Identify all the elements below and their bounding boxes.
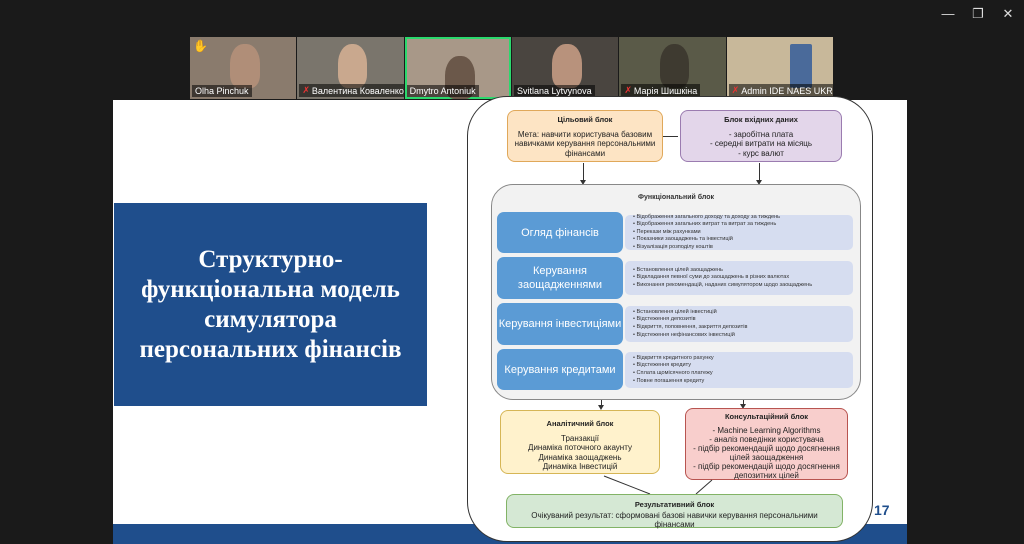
functional-block-title: Функціональний блок xyxy=(637,194,715,201)
block-line: - курс валют xyxy=(738,148,784,158)
close-button[interactable]: ✕ xyxy=(1002,6,1014,21)
raised-hand-icon: ✋ xyxy=(193,39,208,53)
minimize-button[interactable]: — xyxy=(941,6,955,21)
bullet: Повне погашення кредиту xyxy=(633,378,845,386)
function-label: Керування інвестиціями xyxy=(497,303,623,345)
mic-muted-icon: ✗ xyxy=(302,85,310,95)
participant-name: Валентина Коваленко xyxy=(311,85,404,96)
block-text: Мета: навчити користувача базовим навичк… xyxy=(514,129,656,158)
function-label: Огляд фінансів xyxy=(497,212,623,253)
slide-title: Структурно-функціональна модель симулято… xyxy=(114,203,427,406)
bullet: Візуалізація розподілу коштів xyxy=(633,244,845,252)
bullet: Відображення загальних витрат та витрат … xyxy=(633,221,845,229)
bullet: Відстеження нефінансових інвестицій xyxy=(633,332,845,340)
video-tile[interactable]: ✗Марія Шишкіна xyxy=(619,37,726,99)
block-title: Блок вхідних даних xyxy=(724,115,798,124)
input-block: Блок вхідних даних - заробітна плата- сер… xyxy=(680,110,842,162)
mic-muted-icon: ✗ xyxy=(624,85,632,95)
bullet: Відкриття, поповнення, закриття депозиті… xyxy=(633,324,845,332)
block-text: Очікуваний результат: сформовані базові … xyxy=(531,510,818,530)
bullet: Перекази між рахунками xyxy=(633,229,845,237)
block-line: Транзакції xyxy=(561,433,599,443)
connector-arrow xyxy=(740,400,746,409)
block-title: Аналітичний блок xyxy=(546,419,614,428)
block-line: - підбір рекомендацій щодо досягнення де… xyxy=(693,462,840,480)
bullet: Відстеження депозитів xyxy=(633,316,845,324)
connector-arrow xyxy=(598,400,604,410)
participant-name: Olha Pinchuk xyxy=(195,86,249,96)
block-line: - підбір рекомендацій щодо досягнення ці… xyxy=(693,444,840,462)
block-title: Консультаційний блок xyxy=(724,412,809,421)
block-line: - середні витрати на місяць xyxy=(709,139,813,148)
function-bullets: Встановлення цілей інвестиційВідстеження… xyxy=(625,306,853,342)
bullet: Сплата щомісячного платежу xyxy=(633,370,845,378)
function-label: Керування кредитами xyxy=(497,349,623,390)
participant-video xyxy=(659,44,690,88)
participant-video xyxy=(790,44,812,88)
bullet: Відкладання певної суми до заощаджень в … xyxy=(633,274,845,282)
participant-name: Svitlana Lytvynova xyxy=(516,86,592,96)
video-tile[interactable]: ✗Валентина Коваленко xyxy=(297,37,404,99)
block-title: Цільовий блок xyxy=(557,115,613,124)
bullet: Відкриття кредитного рахунку xyxy=(633,355,845,363)
participant-name: Admin IDE NAES UKR... xyxy=(741,85,833,96)
block-line: Динаміка Інвестицій xyxy=(542,462,618,471)
participant-name: Марія Шишкіна xyxy=(633,85,698,96)
function-bullets: Відкриття кредитного рахункуВідстеження … xyxy=(625,352,853,388)
connector-arrow xyxy=(663,136,678,137)
block-line: - Machine Learning Algorithms xyxy=(712,426,821,435)
bullet: Відображення загального доходу та доходу… xyxy=(633,214,845,222)
bullet: Встановлення цілей заощаджень xyxy=(633,267,845,275)
bullet: Показники заощаджень та інвестицій xyxy=(633,236,845,244)
restore-button[interactable]: ❐ xyxy=(972,6,984,21)
block-line: - заробітна плата xyxy=(728,129,794,139)
consult-block: Консультаційний блок - Machine Learning A… xyxy=(685,408,848,480)
block-line: - аналіз поведінки користувача xyxy=(709,435,824,444)
video-tile[interactable]: ✗Admin IDE NAES UKR... xyxy=(726,37,833,99)
block-line: Динаміка заощаджень xyxy=(538,452,622,462)
bullet: Виконання рекомендацій, наданих симулято… xyxy=(633,282,845,290)
video-tile[interactable]: Svitlana Lytvynova xyxy=(511,37,619,99)
block-title: Результативний блок xyxy=(634,500,715,509)
connector-arrow xyxy=(580,163,586,185)
bullet: Відстеження кредиту xyxy=(633,362,845,370)
block-line: Динаміка поточного акаунту xyxy=(528,443,632,452)
function-bullets: Встановлення цілей заощадженьВідкладання… xyxy=(625,261,853,295)
function-label: Керування заощадженнями xyxy=(497,257,623,299)
participant-video xyxy=(230,44,261,88)
participant-video xyxy=(337,44,368,88)
function-bullets: Відображення загального доходу та доходу… xyxy=(625,214,853,252)
bullet: Встановлення цілей інвестицій xyxy=(633,309,845,317)
slide-page-number: 17 xyxy=(874,502,890,518)
video-tile[interactable]: ✋ Olha Pinchuk xyxy=(190,37,297,99)
mic-muted-icon: ✗ xyxy=(731,85,740,95)
connector-arrow xyxy=(756,163,762,185)
video-tile[interactable]: Dmytro Antoniuk xyxy=(404,37,511,99)
video-strip: ✋Olha Pinchuk ✗Валентина Коваленко Dmytr… xyxy=(190,37,833,99)
participant-video xyxy=(552,44,583,88)
participant-name: Dmytro Antoniuk xyxy=(409,86,476,96)
connector-arrows xyxy=(603,475,713,495)
